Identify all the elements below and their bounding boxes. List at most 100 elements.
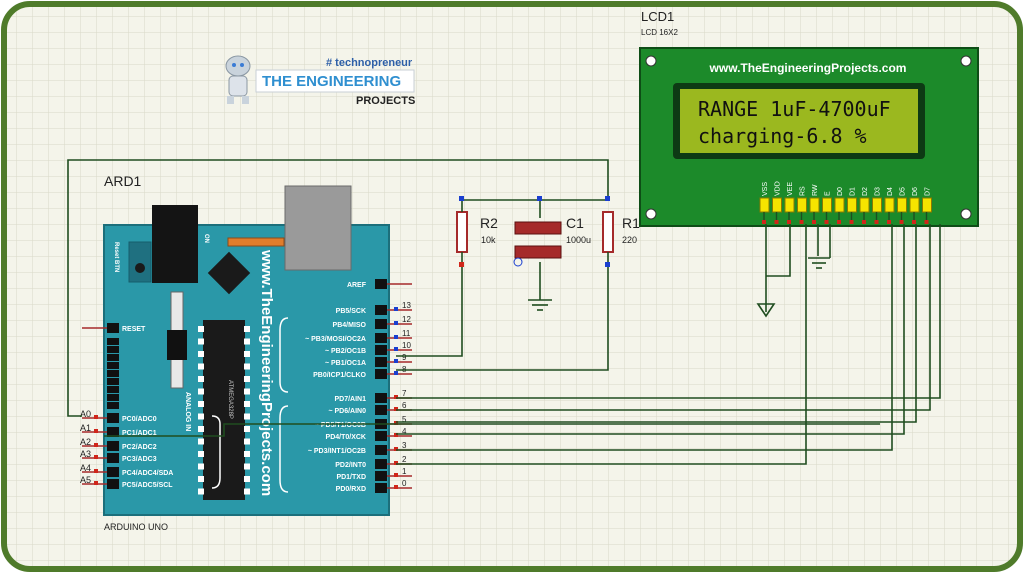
arduino-pin-label: PB5/SCK (336, 308, 366, 315)
bracket-pwm-bottom (279, 405, 289, 493)
lcd-pin-d6[interactable] (909, 197, 920, 213)
header-pin[interactable] (375, 279, 387, 289)
arduino-pin-label: PD1/TXD (336, 474, 366, 481)
pin-number: 13 (402, 301, 411, 310)
arduino-pin-label: PD2/INT0 (335, 462, 366, 469)
lcd-pin-d4[interactable] (884, 197, 895, 213)
ground-symbol (808, 257, 830, 269)
header-pin[interactable] (107, 323, 119, 333)
arduino-pin-label: RESET (122, 326, 146, 333)
r2-value: 10k (481, 235, 496, 245)
lcd-website-text: www.TheEngineeringProjects.com (709, 61, 907, 75)
pin-marker (394, 421, 398, 425)
chip-leg (198, 376, 204, 382)
header-pin[interactable] (375, 319, 387, 329)
c1-value: 1000u (566, 235, 591, 245)
arduino-pin-label: ~ PD5/T1/OC0B (315, 422, 366, 429)
pin-marker (94, 481, 98, 485)
header-pin[interactable] (375, 431, 387, 441)
header-pin[interactable] (107, 427, 119, 437)
resistor-r2[interactable] (456, 196, 468, 267)
chip-leg (198, 363, 204, 370)
header-pin[interactable] (107, 479, 119, 489)
pin-marker (94, 429, 98, 433)
on-led (227, 237, 285, 247)
pin-marker (394, 461, 398, 465)
chip-leg (198, 438, 204, 445)
r1-ref: R1 (622, 215, 640, 231)
header-pin[interactable] (375, 305, 387, 315)
chip-leg (244, 476, 250, 482)
pin-marker (394, 433, 398, 437)
pin-marker (394, 347, 398, 351)
analog-pin-number: A3 (80, 449, 91, 459)
lcd-pin-label: VEE (787, 182, 794, 196)
chip-leg (198, 488, 204, 495)
pin-marker (824, 220, 829, 224)
pin-marker (862, 220, 866, 224)
header-pin[interactable] (375, 445, 387, 455)
lcd-pin-d5[interactable] (897, 197, 907, 213)
chip-leg (198, 463, 204, 470)
chip-leg (244, 351, 250, 357)
chip-leg (244, 401, 250, 407)
header-pin[interactable] (107, 441, 119, 451)
pin-marker (812, 220, 816, 224)
lcd-mount-hole (960, 55, 972, 67)
pin-number: 10 (402, 341, 411, 350)
reset-button[interactable] (128, 241, 152, 283)
header-pin[interactable] (375, 369, 387, 379)
lcd-pin-d2[interactable] (859, 197, 870, 213)
header-pin (107, 354, 119, 361)
chip-leg (198, 413, 204, 420)
lcd-pin-rs[interactable] (797, 197, 807, 213)
header-pin[interactable] (107, 413, 119, 423)
wire-pin7 (396, 224, 941, 399)
arduino-name-label: ARDUINO UNO (104, 522, 168, 532)
header-pin[interactable] (375, 483, 387, 493)
capacitor-c1[interactable] (513, 196, 562, 267)
lcd-pin-e[interactable] (822, 197, 832, 213)
pin-marker (394, 359, 398, 363)
header-pin[interactable] (375, 333, 387, 343)
brand-sub-text: PROJECTS (356, 95, 415, 107)
header-pin[interactable] (375, 357, 387, 367)
lcd-pin-vss[interactable] (759, 197, 770, 213)
header-pin[interactable] (375, 405, 387, 415)
lcd-pin-d0[interactable] (834, 197, 845, 213)
header-pin[interactable] (375, 393, 387, 403)
chip-legs (198, 326, 250, 495)
lcd-pin-label: D5 (900, 187, 907, 196)
chip-leg (244, 363, 250, 370)
pin-number: 3 (402, 441, 407, 450)
header-pin (107, 394, 119, 401)
wire-a0-r1 (67, 159, 609, 417)
header-pin[interactable] (375, 471, 387, 481)
lcd-pin-vee[interactable] (784, 197, 795, 213)
header-pin[interactable] (107, 453, 119, 463)
header-pin[interactable] (375, 459, 387, 469)
resistor-r1[interactable] (602, 196, 614, 267)
header-pin[interactable] (107, 467, 119, 477)
lcd-type-label: LCD 16X2 (641, 28, 678, 37)
pin-marker (924, 220, 929, 224)
header-pin[interactable] (375, 345, 387, 355)
ground-symbol (528, 299, 552, 311)
arduino-pin-label: PC3/ADC3 (122, 456, 157, 463)
lcd-pin-label: D0 (837, 187, 844, 196)
header-pin (107, 402, 119, 409)
lcd-pin-d1[interactable] (847, 197, 857, 213)
lcd-pin-d7[interactable] (922, 197, 932, 213)
lcd-pin-vdd[interactable] (772, 197, 782, 213)
header-pin (107, 362, 119, 369)
pin-marker (394, 307, 398, 311)
pin-number: 12 (402, 315, 411, 324)
lcd-line-2: charging-6.8 % (698, 124, 867, 148)
lcd-pin-rw[interactable] (809, 197, 820, 213)
lcd-pin-d3[interactable] (872, 197, 882, 213)
analog-headers: RESETPC0/ADC0A0PC1/ADC1A1PC2/ADC2A2PC3/A… (80, 323, 173, 489)
pin-marker (394, 321, 398, 325)
pin-number: 9 (402, 353, 407, 362)
analog-pin-number: A2 (80, 437, 91, 447)
